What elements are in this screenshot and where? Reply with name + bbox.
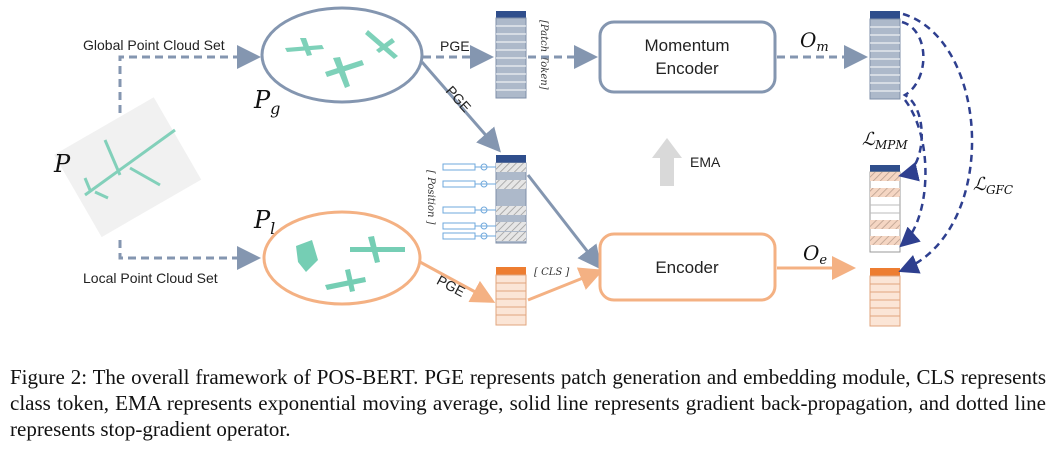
global-airplanes <box>285 30 398 88</box>
gfc-arc <box>898 12 974 274</box>
lmpm-label: ℒMPM <box>862 129 908 152</box>
position-embeddings <box>442 163 496 240</box>
global-set-label: Global Point Cloud Set <box>83 37 225 53</box>
patch-token-stack <box>495 11 527 99</box>
local-ellipse <box>262 210 422 306</box>
patch-token-label: [Patch Token] <box>538 20 549 90</box>
mpm-lower-arc <box>899 99 927 248</box>
encoder-box <box>598 232 777 302</box>
mpm-upper-arc <box>898 20 925 182</box>
local-set-arrow <box>118 240 261 270</box>
cls-label: [ CLS ] <box>534 267 569 278</box>
masked-token-stack <box>495 155 527 244</box>
framework-diagram: P Global Point Cloud Set Local Point Clo… <box>53 6 1013 327</box>
encoder-label: Encoder <box>655 258 719 277</box>
encoder-output-stack <box>869 268 901 327</box>
pge-bottom-label: PGE <box>434 272 468 300</box>
global-set-arrow <box>118 45 261 113</box>
global-ellipse <box>260 6 424 104</box>
pge-bottom-arrow <box>419 260 496 303</box>
pge-diag-label: PGE <box>443 83 475 116</box>
figure-caption: Figure 2: The overall framework of POS-B… <box>10 365 1046 441</box>
local-set-label: Local Point Cloud Set <box>83 270 218 286</box>
pge-diag-arrow <box>420 61 501 153</box>
label-P: P <box>53 150 71 178</box>
momentum-encoder-box <box>598 20 777 94</box>
label-Pl: Pl <box>253 206 275 238</box>
oe-label: Oe <box>803 241 827 268</box>
momentum-output-stack <box>869 11 901 100</box>
cls-token-stack <box>495 267 527 326</box>
cls-to-encoder-arrow <box>527 267 604 302</box>
lgfc-label: ℒGFC <box>973 174 1013 197</box>
predicted-masked-stack <box>869 165 901 253</box>
ema-arrow <box>652 138 682 186</box>
momentum-encoder-line1: Momentum <box>644 36 729 55</box>
ema-label: EMA <box>690 154 721 170</box>
position-label: [ Position ] <box>425 170 436 225</box>
label-Pg: Pg <box>253 86 280 118</box>
masked-to-encoder-arrow <box>526 174 602 270</box>
local-airplanes <box>296 236 405 292</box>
pge-top-label: PGE <box>440 38 470 54</box>
input-point-cloud <box>54 97 202 238</box>
momentum-encoder-line2: Encoder <box>655 59 719 78</box>
om-label: Om <box>800 28 829 55</box>
